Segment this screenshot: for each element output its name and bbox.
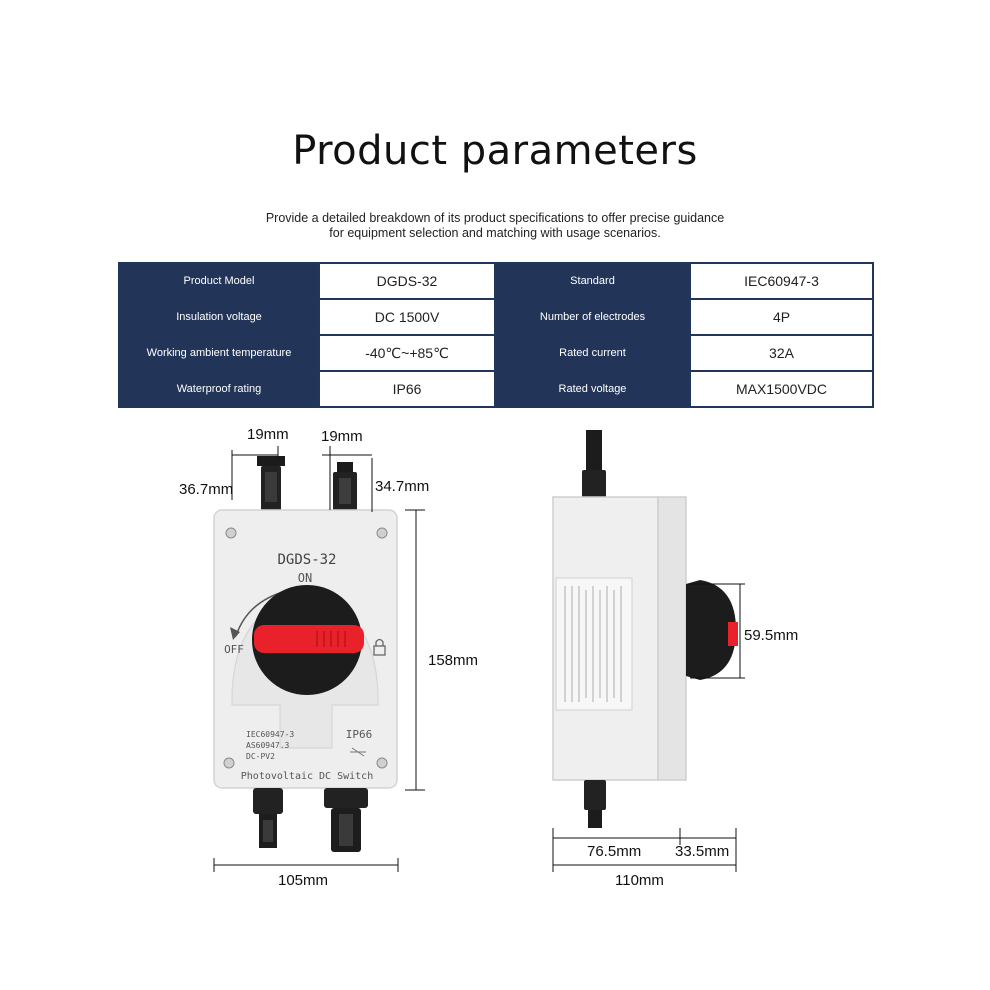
spec-value: IP66 [318,370,496,408]
front-dimension-lines [213,446,425,872]
dim-connector-right-width: 19mm [321,428,363,445]
spec-value: 4P [689,298,874,336]
screw-icon [225,527,237,539]
spec-row: Working ambient temperature -40℃~+85℃ Ra… [118,334,874,372]
spec-table: Product Model DGDS-32 Standard IEC60947-… [118,262,874,408]
enclosure-lid [657,496,687,781]
spec-value: MAX1500VDC [689,370,874,408]
knob-handle-red [254,625,364,653]
spec-label: Waterproof rating [118,370,320,408]
front-ip-label: IP66 [346,728,373,741]
spec-label: Standard [494,262,691,300]
dim-depth: 110mm [615,872,664,889]
dim-body-depth: 76.5mm [587,843,642,860]
spec-value: IEC60947-3 [689,262,874,300]
dim-width: 105mm [278,872,329,889]
subtitle-line-1: Provide a detailed breakdown of its prod… [265,211,725,225]
spec-value: DC 1500V [318,298,496,336]
side-view [552,430,738,828]
front-on-label: ON [298,571,312,585]
rating-label-sticker [555,577,633,711]
page-title: Product parameters [292,128,698,174]
screw-icon [376,527,388,539]
side-handle [686,580,738,680]
screw-icon [223,757,235,769]
spec-value: 32A [689,334,874,372]
bottom-connector-left [253,788,283,848]
dim-handle-depth: 33.5mm [675,843,730,860]
page-subtitle: Provide a detailed breakdown of its prod… [0,211,990,241]
front-off-label: OFF [224,643,244,656]
dim-connector-left-width: 19mm [247,426,289,443]
dim-connector-left-height: 36.7mm [179,481,234,498]
spec-label: Working ambient temperature [118,334,320,372]
front-std-2: AS60947.3 [246,741,290,750]
spec-label: Product Model [118,262,320,300]
subtitle-line-2: for equipment selection and matching wit… [329,226,661,240]
screw-icon [376,757,388,769]
front-model-label: DGDS-32 [277,552,336,568]
bottom-connector-right [324,788,368,852]
lock-icon [373,638,386,656]
side-bottom-connector [584,780,606,828]
side-top-connector [582,430,606,498]
spec-label: Rated voltage [494,370,691,408]
spec-row: Insulation voltage DC 1500V Number of el… [118,298,874,336]
top-connector-right [333,462,357,512]
top-connector-left [257,456,285,512]
front-bottom-label: Photovoltaic DC Switch [241,771,373,782]
spec-label: Number of electrodes [494,298,691,336]
dim-connector-right-height: 34.7mm [375,478,430,495]
front-std-1: IEC60947-3 [246,730,294,739]
spec-value: DGDS-32 [318,262,496,300]
front-view: DGDS-32 ON OFF IEC60947-3 AS60947.3 DC-P… [213,456,398,852]
dim-handle: 59.5mm [744,627,799,644]
ground-icon [350,747,366,757]
spec-label: Insulation voltage [118,298,320,336]
dim-height: 158mm [428,652,479,669]
front-std-3: DC-PV2 [246,752,275,761]
spec-label: Rated current [494,334,691,372]
spec-value: -40℃~+85℃ [318,334,496,372]
side-dimension-lines [552,583,745,872]
spec-row: Product Model DGDS-32 Standard IEC60947-… [118,262,874,300]
spec-row: Waterproof rating IP66 Rated voltage MAX… [118,370,874,408]
arrow-head-icon [230,627,240,640]
